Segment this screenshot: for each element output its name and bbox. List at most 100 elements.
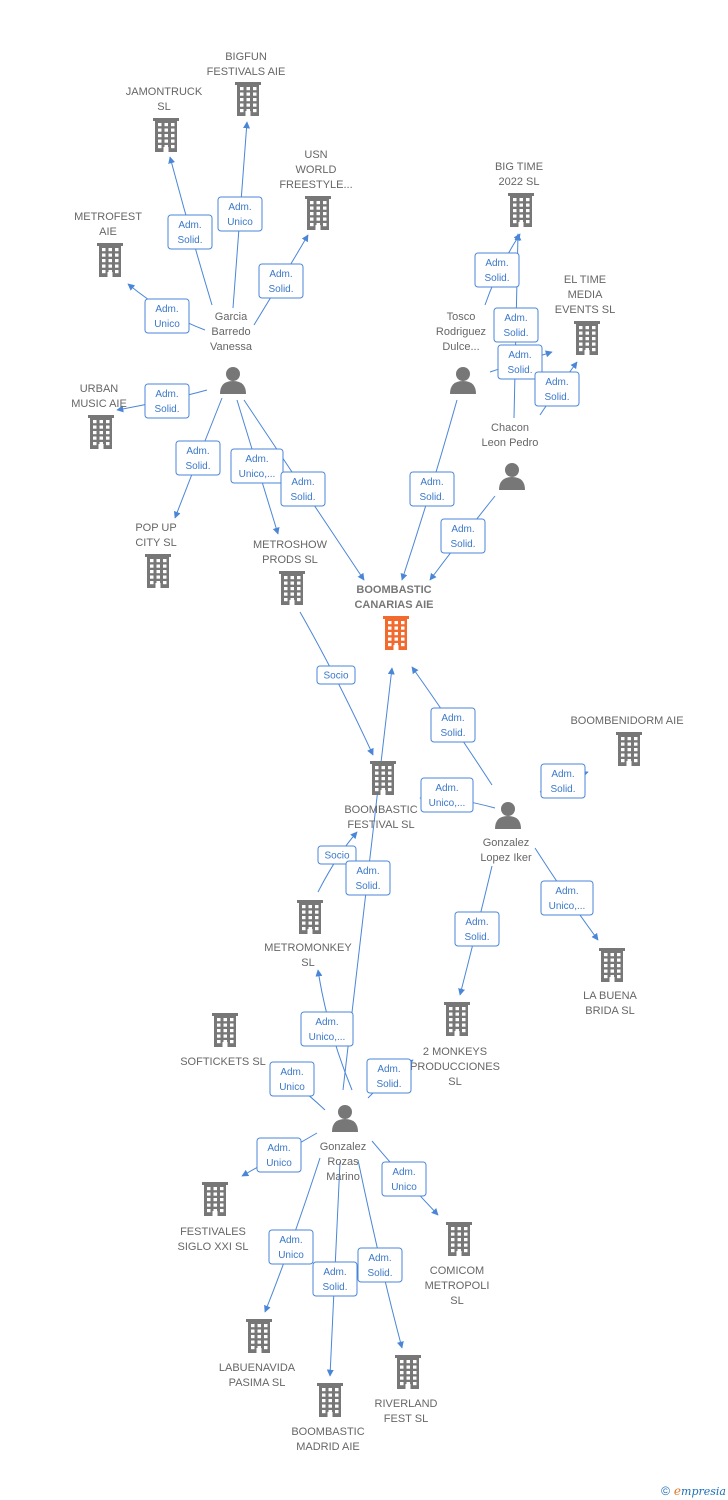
edge-label-line: Adm. (420, 477, 443, 488)
edge-label-gonzalez-lopez-to-boombastic-festival[interactable]: Adm. Unico,... (420, 777, 474, 813)
edge-label-box (312, 1261, 358, 1297)
node-label-line: BOOMBASTIC (344, 804, 417, 816)
edge-label-gonzalez-lopez-to-labuenabrida[interactable]: Adm.Unico,... (540, 880, 594, 916)
edge-label-box (230, 448, 284, 484)
edge-label-line: Solid. (290, 492, 315, 503)
node-label-line: WORLD (296, 164, 337, 176)
edge-label-line: Unico,... (429, 798, 466, 809)
edge-label-gonzalez-lopez-to-twomonkeys[interactable]: Adm.Solid. (454, 911, 500, 947)
node-label-line: MEDIA (568, 289, 604, 301)
edge-label-gonzalez-rozas-to-twomonkeys[interactable]: Adm.Solid. (366, 1058, 412, 1094)
node-label-line: LA BUENA (583, 990, 637, 1002)
edge-label-gonzalez-rozas-to-boombastic-madrid[interactable]: Adm.Solid. (312, 1261, 358, 1297)
edge-label-box (430, 707, 476, 743)
edge-label-tosco-to-boombastic-canarias[interactable]: Adm.Solid. (409, 471, 455, 507)
edge-label-tosco-to-bigtime[interactable]: Adm.Solid. (474, 252, 520, 288)
edge-label-garcia-to-urban[interactable]: Adm.Solid. (144, 383, 190, 419)
edge-label-line: Adm. (435, 783, 458, 794)
edge-label-line: Unico (278, 1250, 304, 1261)
node-label-line: BRIDA SL (585, 1005, 635, 1017)
edge-label-box (317, 845, 357, 865)
node-label-line: SL (157, 101, 170, 113)
node-label-line: SL (450, 1295, 463, 1307)
edge-label-text: Adm.Solid. (322, 1267, 347, 1293)
edge-label-line: Solid. (322, 1282, 347, 1293)
edge-label-box (440, 518, 486, 554)
edge-label-garcia-to-metroshow[interactable]: Adm.Unico,... (230, 448, 284, 484)
edge-label-gonzalez-rozas-to-boombastic-canarias[interactable]: Adm.Solid. (345, 860, 391, 896)
edge-label-chacon-to-eltime[interactable]: Adm.Solid. (534, 371, 580, 407)
edge-label-tosco-to-eltime[interactable]: Adm.Solid. (497, 344, 543, 380)
edge-label-line: Solid. (550, 784, 575, 795)
edge-label-line: Adm. (267, 1143, 290, 1154)
edge-label-garcia-to-popup[interactable]: Adm.Solid. (175, 440, 221, 476)
building-icon (88, 415, 114, 449)
edge-label-text: Adm.Unico (391, 1167, 417, 1193)
edge-label-text: Adm.Solid. (450, 524, 475, 550)
edge-label-text: Adm. Unico,... (429, 783, 466, 809)
node-label-line: LABUENAVIDA (219, 1362, 296, 1374)
brand-logo-text: mpresia (681, 1485, 726, 1498)
node-label-line: URBAN (80, 383, 119, 395)
node-jamontruck[interactable]: JAMONTRUCK SL (126, 86, 203, 152)
edge-label-metroshow-to-boombastic-festival[interactable]: Socio (316, 665, 356, 685)
edge-label-box (366, 1058, 412, 1094)
edge-label-garcia-to-bigfun[interactable]: Adm.Unico (217, 196, 263, 232)
edge-label-line: Unico (279, 1082, 305, 1093)
building-icon (508, 193, 534, 227)
edge-label-metromonkey-to-boombastic-festival[interactable]: Socio (317, 845, 357, 865)
edge-label-gonzalez-rozas-to-metromonkey[interactable]: Adm.Unico,... (300, 1011, 354, 1047)
edge-label-box (144, 298, 190, 334)
edge-label-gonzalez-rozas-to-comicom[interactable]: Adm.Unico (381, 1161, 427, 1197)
node-labuenabrida[interactable]: LA BUENA BRIDA SL (583, 948, 638, 1017)
node-label-line: JAMONTRUCK (126, 86, 203, 98)
edge-label-gonzalez-rozas-to-riverland[interactable]: Adm.Solid. (357, 1247, 403, 1283)
edge-label-chacon-to-boombastic-canarias[interactable]: Adm.Solid. (440, 518, 486, 554)
node-boombenidorm[interactable]: BOOMBENIDORM AIE (570, 715, 684, 766)
building-icon (297, 900, 323, 934)
edge-label-gonzalez-rozas-to-softickets[interactable]: Adm.Unico (269, 1061, 315, 1097)
edge-label-garcia-to-boombastic-canarias[interactable]: Adm.Solid. (280, 471, 326, 507)
node-softickets[interactable]: SOFTICKETS SL (180, 1013, 266, 1068)
edge-label-chacon-to-bigtime[interactable]: Adm.Solid. (493, 307, 539, 343)
edge-label-garcia-to-metrofest[interactable]: Adm.Unico (144, 298, 190, 334)
edge-label-text: Adm.Unico (266, 1143, 292, 1169)
node-label-line: BOOMBENIDORM AIE (570, 715, 683, 727)
edge-label-line: Solid. (544, 392, 569, 403)
edge-label-garcia-to-usn[interactable]: Adm.Solid. (258, 263, 304, 299)
edge-label-text: Adm.Solid. (440, 713, 465, 739)
edge-label-box (493, 307, 539, 343)
node-label-line: CITY SL (135, 537, 176, 549)
edge-label-garcia-to-jamontruck[interactable]: Adm.Solid. (167, 214, 213, 250)
edge-label-gonzalez-lopez-to-boombastic-canarias[interactable]: Adm.Solid. (430, 707, 476, 743)
brand-footer[interactable]: ©empresia (661, 1484, 726, 1498)
edge-label-gonzalez-rozas-to-festivales[interactable]: Adm.Unico (256, 1137, 302, 1173)
edge-label-line: Adm. (269, 269, 292, 280)
edge-label-gonzalez-rozas-to-labuenavida[interactable]: Adm.Unico (268, 1229, 314, 1265)
edge-label-box (280, 471, 326, 507)
edge-label-gonzalez-lopez-to-boombenidorm[interactable]: Adm.Solid. (540, 763, 586, 799)
